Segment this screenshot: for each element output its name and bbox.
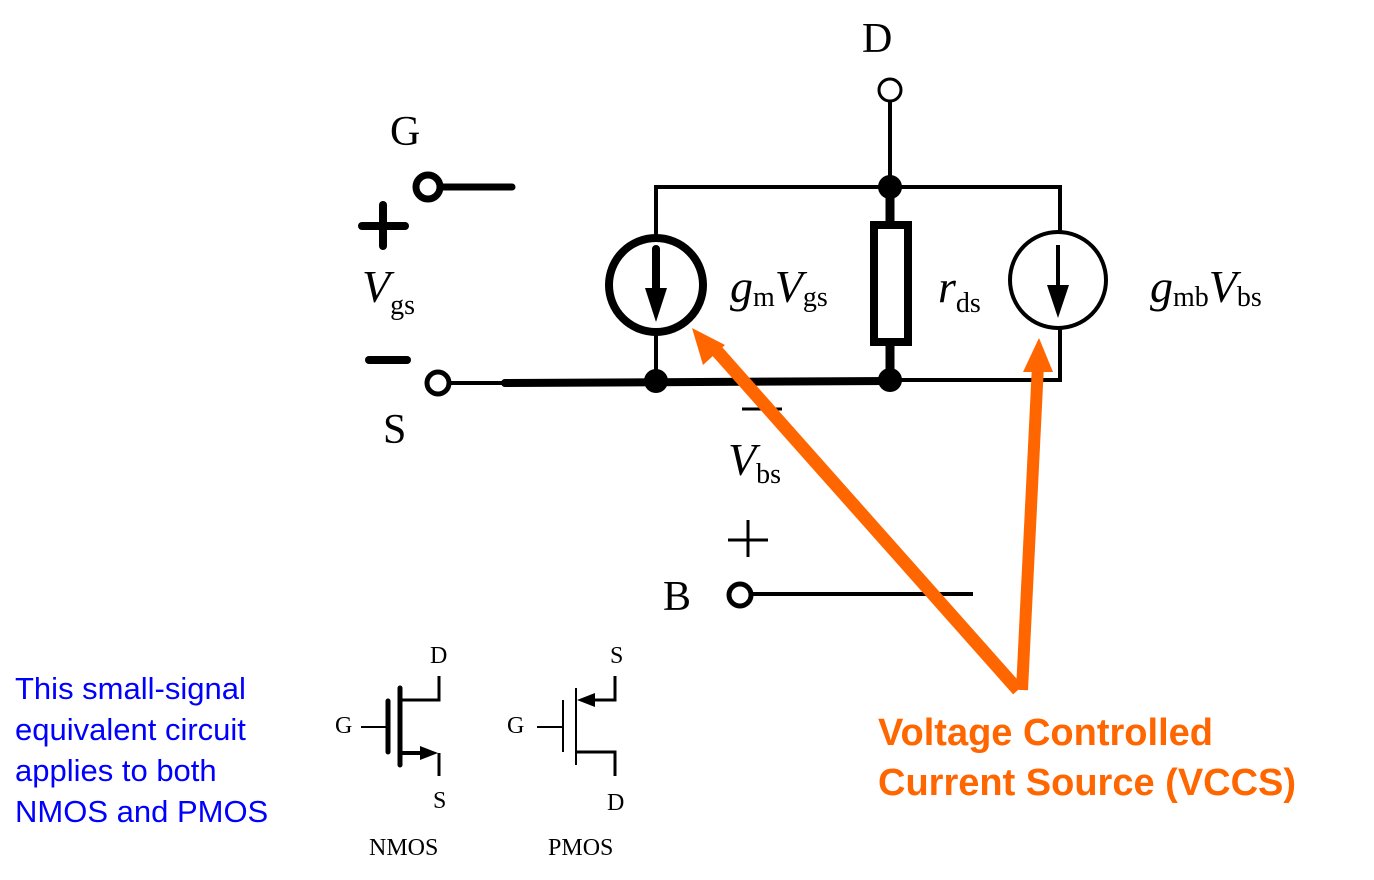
source-rail [501, 377, 894, 387]
vccs-line-1: Voltage Controlled [878, 712, 1213, 754]
arrow-to-gmb-shaft [1016, 364, 1044, 691]
note-line-3: applies to both [15, 753, 217, 788]
pmos-arrow-icon [577, 693, 595, 707]
drain-label: D [862, 16, 892, 62]
vbs-indicator: Vbs [728, 407, 782, 557]
nmos-drain-lead [400, 676, 441, 702]
vbs-label: Vbs [728, 434, 781, 490]
gate-terminal: G [390, 109, 516, 203]
drain-junction-dot [878, 175, 902, 199]
vccs-line-2: Current Source (VCCS) [878, 762, 1296, 804]
pmos-source-label: S [610, 643, 623, 669]
pmos-gate-label: G [507, 713, 524, 739]
pmos-symbol: S G D PMOS [507, 643, 624, 861]
arrow-up-icon [1023, 338, 1053, 372]
nmos-drain-label: D [430, 643, 447, 669]
gm-vgs-label: gmVgs [730, 261, 828, 313]
gm-junction-dot [644, 369, 668, 393]
body-node [726, 581, 754, 609]
source-node [424, 369, 452, 397]
gm-current-source: gmVgs [605, 234, 828, 393]
down-arrow-icon [1047, 285, 1069, 318]
pmos-source-lead [590, 676, 617, 702]
down-arrow-icon [645, 288, 667, 322]
note-line-4: NMOS and PMOS [15, 794, 268, 829]
arrow-up-left-icon [692, 328, 725, 365]
rds-body [870, 221, 912, 346]
nmos-symbol: D G S NMOS [335, 643, 447, 861]
source-terminal: S [383, 369, 1060, 453]
rds-resistor: rds [870, 190, 981, 392]
gmb-current-source: gmbVbs [1008, 230, 1262, 382]
body-label: B [663, 574, 691, 620]
nmos-gate-label: G [335, 713, 352, 739]
drain-node [877, 77, 903, 103]
gmb-vbs-label: gmbVbs [1150, 261, 1262, 313]
rds-label: rds [938, 261, 981, 319]
nmos-arrow-icon [420, 746, 438, 760]
vccs-annotation: Voltage Controlled Current Source (VCCS) [878, 712, 1296, 804]
gate-label: G [390, 109, 420, 155]
nmos-source-label: S [433, 788, 446, 814]
arrow-to-gm-shaft [711, 345, 1023, 695]
applicability-note: This small-signal equivalent circuit app… [15, 671, 268, 829]
pmos-drain-lead [576, 750, 617, 776]
top-rail [654, 185, 1062, 260]
pmos-label: PMOS [548, 835, 613, 861]
drain-terminal: D [654, 16, 1062, 260]
gate-node [412, 171, 444, 203]
vgs-label: Vgs [362, 261, 415, 321]
rds-junction-dot [878, 368, 902, 392]
source-label: S [383, 407, 406, 453]
vgs-indicator: Vgs [358, 201, 415, 364]
note-line-1: This small-signal [15, 671, 246, 706]
vccs-arrows [692, 328, 1053, 695]
note-line-2: equivalent circuit [15, 712, 246, 747]
pmos-drain-label: D [607, 790, 624, 816]
nmos-label: NMOS [369, 835, 438, 861]
